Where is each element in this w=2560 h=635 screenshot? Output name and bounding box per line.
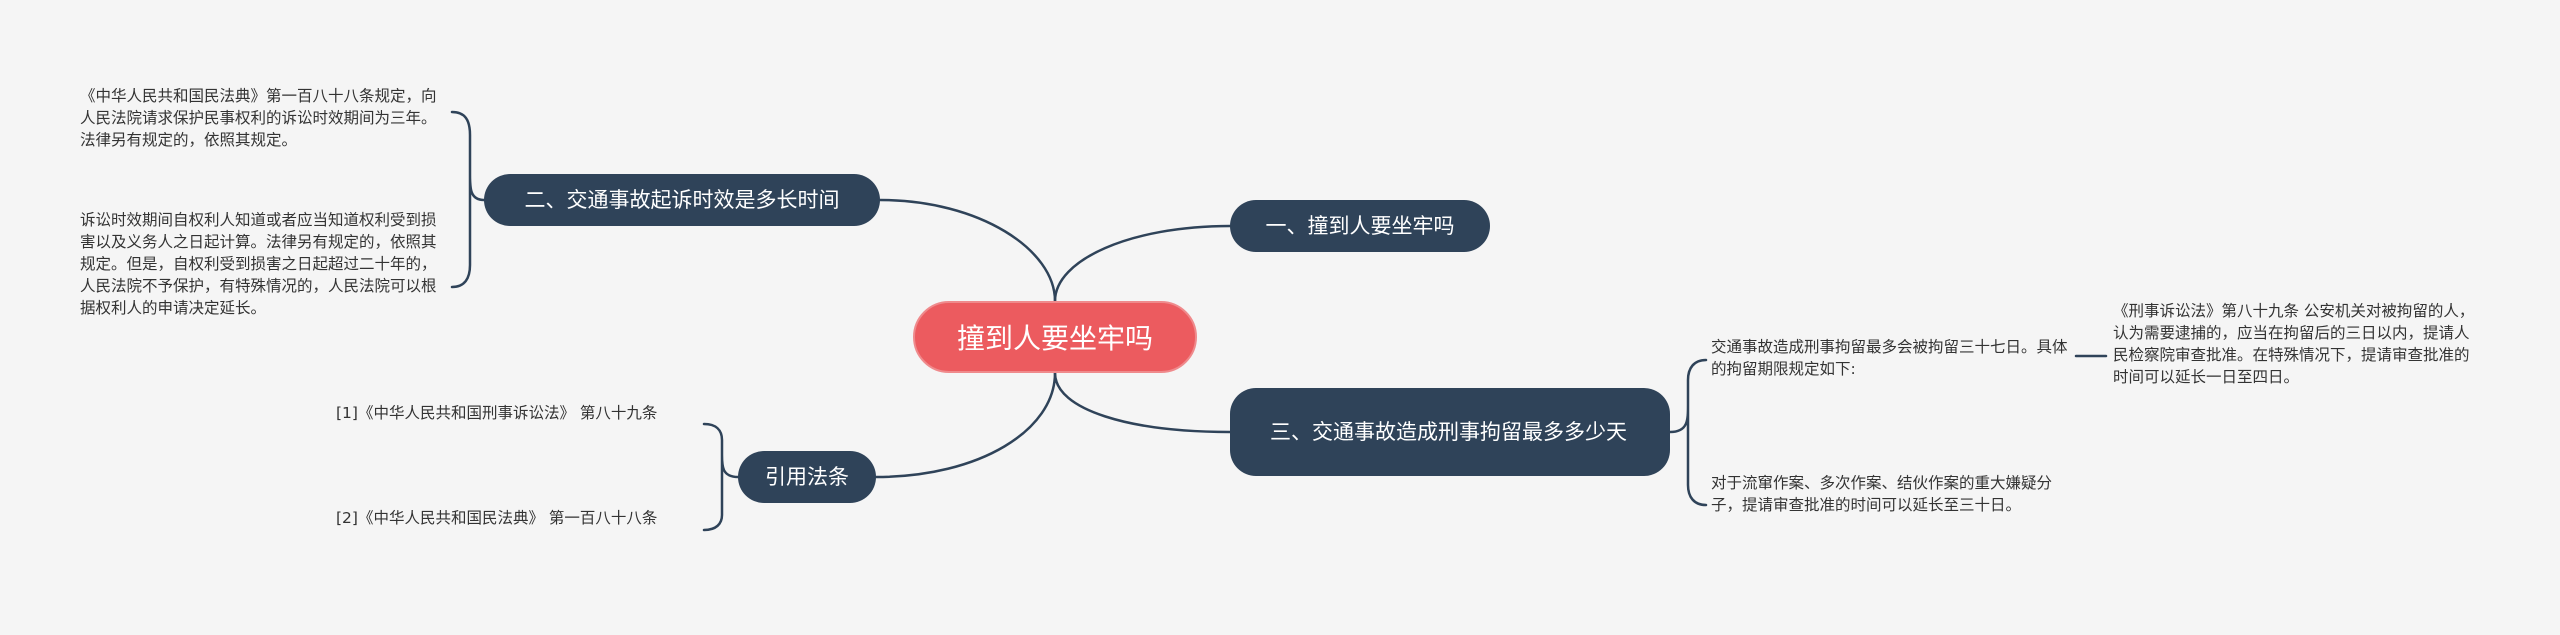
root-label: 撞到人要坐牢吗 xyxy=(956,322,1153,355)
leaf-law-ref-2: [2]《中华人民共和国民法典》 第一百八十八条 xyxy=(336,509,658,527)
bracket-topic-4 xyxy=(702,422,740,532)
leaf-limitation-2: 诉讼时效期间自权利人知道或者应当知道权利受到损害以及义务人之日起计算。法律另有规… xyxy=(80,211,437,317)
topic-node-limitation-period[interactable]: 二、交通事故起诉时效是多长时间 xyxy=(484,174,880,226)
leaf-detention-sub: 《刑事诉讼法》第八十九条 公安机关对被拘留的人，认为需要逮捕的，应当在拘留后的三… xyxy=(2113,302,2475,386)
topic-node-cited-laws[interactable]: 引用法条 xyxy=(738,451,876,503)
bracket-topic-3 xyxy=(1668,358,1708,507)
leaf-law-ref-1: [1]《中华人民共和国刑事诉讼法》 第八十九条 xyxy=(336,404,658,422)
connector-root-topic-2 xyxy=(878,198,1057,303)
connector-root-topic-3 xyxy=(1053,371,1232,434)
topic-label: 三、交通事故造成刑事拘留最多多少天 xyxy=(1270,419,1627,444)
topic-label: 二、交通事故起诉时效是多长时间 xyxy=(524,187,840,212)
leaf-detention-2: 对于流窜作案、多次作案、结伙作案的重大嫌疑分子，提请审查批准的时间可以延长至三十… xyxy=(1711,474,2053,514)
leaf-detention-1: 交通事故造成刑事拘留最多会被拘留三十七日。具体的拘留期限规定如下: xyxy=(1711,338,2068,378)
topic-node-collision-jail[interactable]: 一、撞到人要坐牢吗 xyxy=(1230,200,1490,252)
bracket-topic-2 xyxy=(450,110,486,289)
topic-node-detention-days[interactable]: 三、交通事故造成刑事拘留最多多少天 xyxy=(1230,388,1670,476)
root-node[interactable]: 撞到人要坐牢吗 xyxy=(913,301,1197,373)
leaf-limitation-1: 《中华人民共和国民法典》第一百八十八条规定，向人民法院请求保护民事权利的诉讼时效… xyxy=(80,87,437,149)
topic-label: 一、撞到人要坐牢吗 xyxy=(1265,213,1455,238)
connector-root-topic-1 xyxy=(1053,224,1232,303)
connector-root-topic-4 xyxy=(874,371,1057,479)
topic-label: 引用法条 xyxy=(765,464,849,489)
